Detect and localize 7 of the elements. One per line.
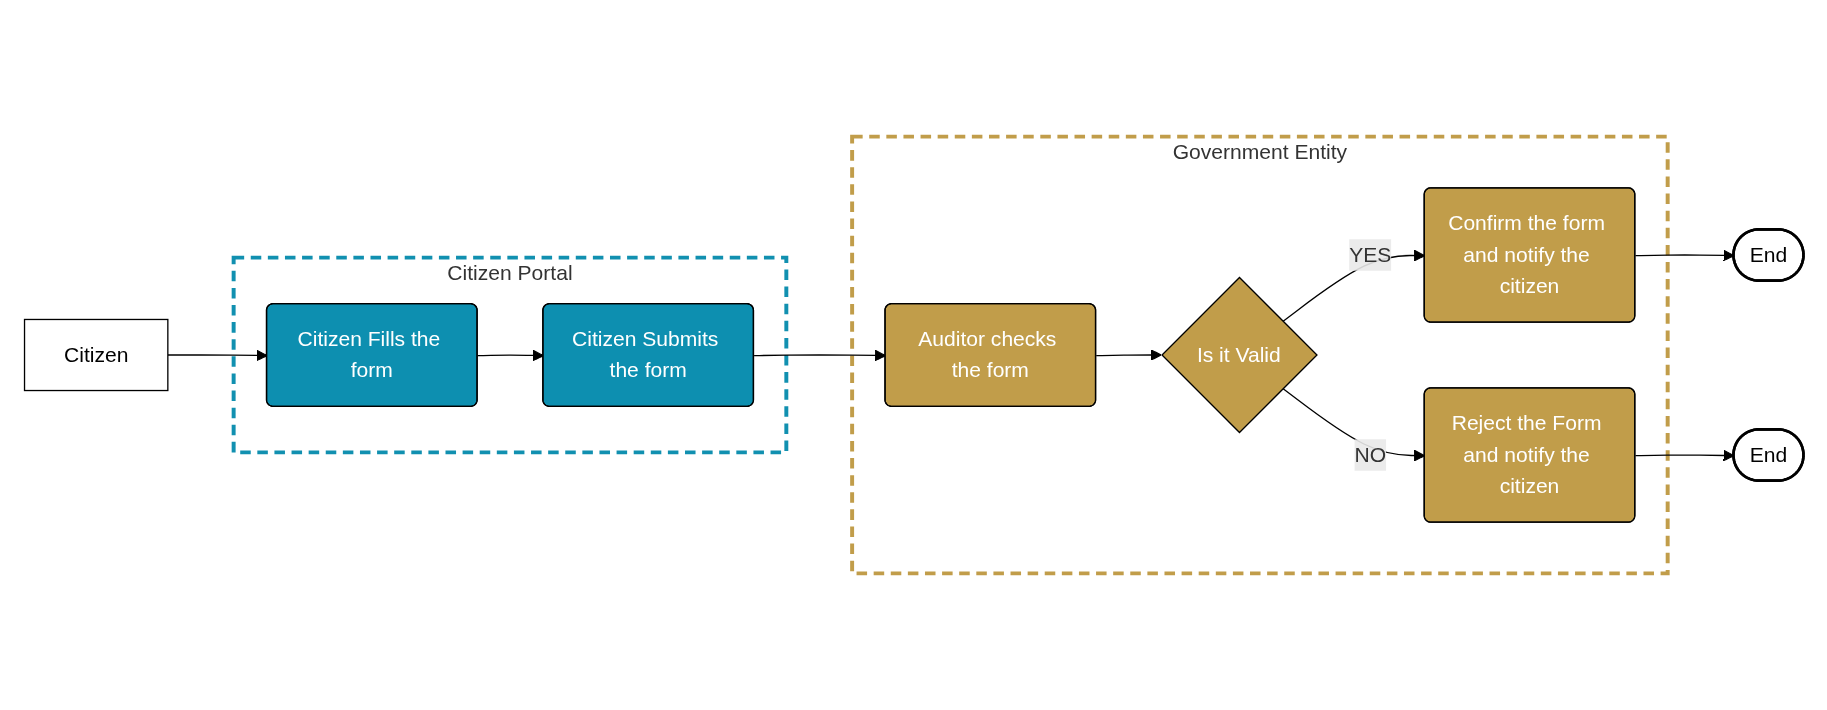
arrow [1634, 449, 1735, 462]
edge-label: YES [1348, 243, 1391, 266]
node-diamond: Is it Valid [1160, 276, 1318, 434]
arrow [1095, 349, 1162, 361]
edge-label: NO [1353, 443, 1386, 466]
arrow [1634, 249, 1735, 262]
node-box: Citizen [23, 318, 168, 392]
